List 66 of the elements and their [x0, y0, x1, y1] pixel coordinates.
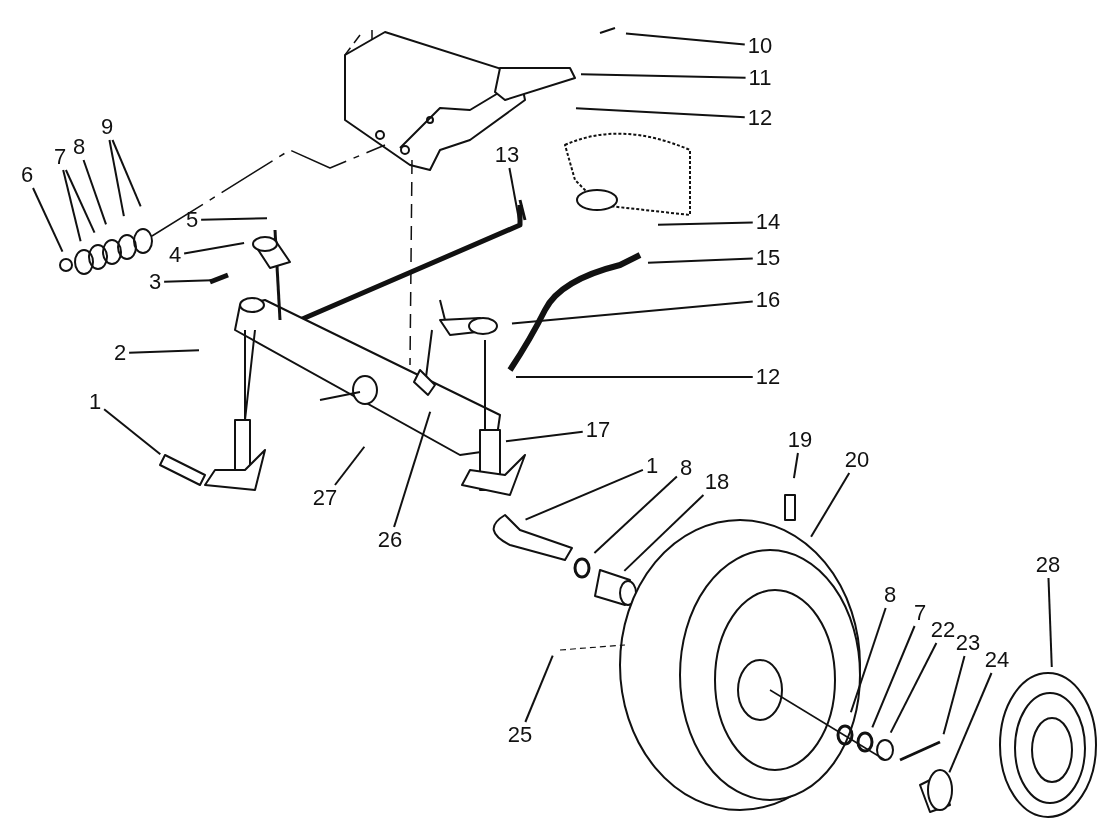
callout-number: 18: [704, 471, 730, 493]
leader-line: [948, 672, 993, 774]
leader-line: [82, 159, 107, 226]
leader-line: [1047, 577, 1053, 668]
callout-number: 4: [168, 244, 182, 266]
leader-line: [580, 73, 747, 79]
leader-line: [792, 452, 799, 480]
callout-number: 19: [787, 429, 813, 451]
leader-line: [62, 169, 82, 243]
leader-line: [334, 445, 366, 486]
leader-line: [504, 430, 584, 443]
callout-number: 10: [747, 35, 773, 57]
callout-number: 8: [679, 457, 693, 479]
leader-line: [524, 654, 554, 723]
callout-number: 27: [312, 487, 338, 509]
callout-number: 3: [148, 271, 162, 293]
leader-line: [163, 279, 213, 283]
leader-line: [871, 625, 916, 729]
leader-line: [128, 349, 200, 354]
leader-line: [889, 642, 938, 734]
leader-line: [32, 187, 64, 253]
leader-line: [623, 494, 705, 572]
callout-number: 8: [72, 136, 86, 158]
callout-number: 12: [755, 366, 781, 388]
callout-number: 8: [883, 584, 897, 606]
callout-number: 13: [494, 144, 520, 166]
callout-number: 28: [1035, 554, 1061, 576]
callout-number: 7: [53, 146, 67, 168]
leader-line: [657, 221, 754, 226]
leader-line: [624, 32, 746, 46]
callout-number: 23: [955, 632, 981, 654]
callout-number: 20: [844, 449, 870, 471]
leader-line: [108, 139, 125, 218]
leader-line: [111, 139, 142, 208]
callout-number: 1: [88, 391, 102, 413]
callout-number: 26: [377, 529, 403, 551]
leader-line: [810, 472, 851, 538]
leader-line: [575, 107, 746, 119]
callout-number: 7: [913, 602, 927, 624]
callout-number: 17: [585, 419, 611, 441]
leader-line: [524, 468, 644, 521]
leader-line: [515, 376, 754, 378]
callout-number: 25: [507, 724, 533, 746]
callout-number: 16: [755, 289, 781, 311]
callout-number: 2: [113, 342, 127, 364]
leader-line: [849, 607, 887, 714]
callout-number: 11: [748, 67, 772, 89]
callout-number: 9: [100, 116, 114, 138]
callout-number: 15: [755, 247, 781, 269]
callout-number: 5: [185, 209, 199, 231]
callout-number: 1: [645, 455, 659, 477]
callout-number: 6: [20, 164, 34, 186]
leader-line: [64, 169, 96, 234]
leader-line: [508, 167, 520, 221]
leader-line: [393, 410, 432, 528]
leader-line: [183, 242, 246, 255]
leader-line: [200, 217, 268, 221]
callout-number: 14: [755, 211, 781, 233]
leader-line: [103, 408, 162, 456]
leader-line: [593, 475, 678, 554]
callout-number: 12: [747, 107, 773, 129]
leader-line: [942, 655, 966, 736]
leader-line: [510, 300, 754, 325]
callout-number: 24: [984, 649, 1010, 671]
leader-line: [647, 257, 754, 264]
callout-number: 22: [930, 619, 956, 641]
